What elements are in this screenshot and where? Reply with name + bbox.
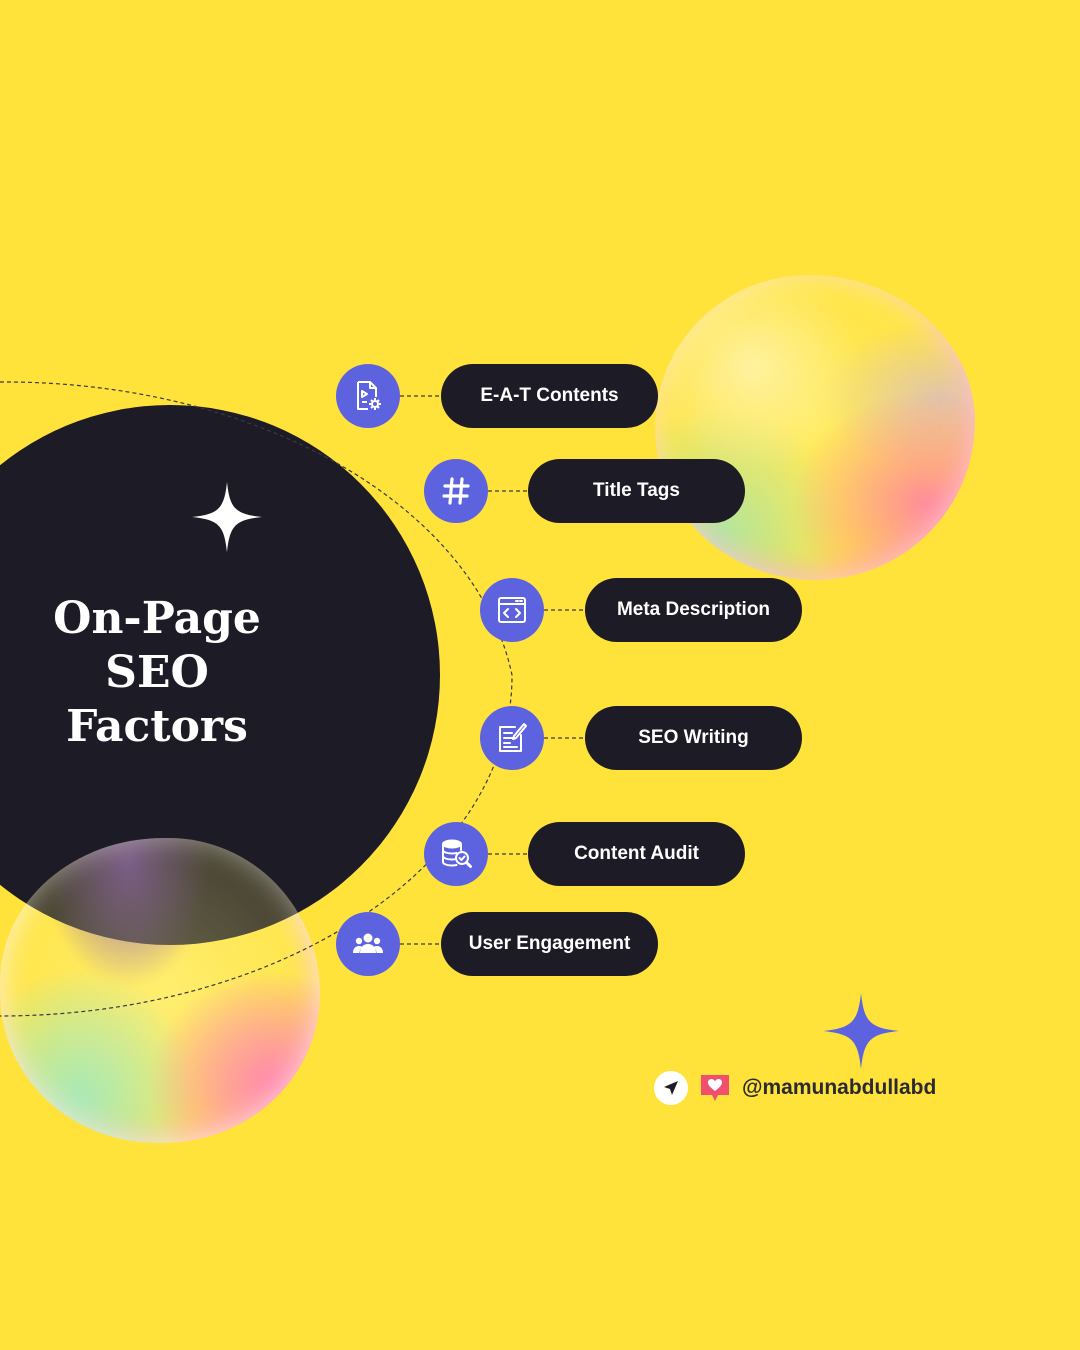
handle-text: @mamunabdullabd: [742, 1076, 937, 1099]
title-line-2: SEO: [105, 647, 209, 698]
decorative-bubble-overlay: [0, 838, 320, 1143]
dashed-arc: [0, 381, 513, 1017]
database-search-icon: [424, 822, 488, 886]
factor-pill-seo-writing: SEO Writing: [585, 706, 802, 770]
sparkle-white-icon: [192, 482, 262, 552]
factor-pill-eat-contents: E-A-T Contents: [441, 364, 658, 428]
social-handle: @mamunabdullabd: [654, 1070, 936, 1106]
factor-pill-user-engagement: User Engagement: [441, 912, 658, 976]
factor-pill-content-audit: Content Audit: [528, 822, 745, 886]
sparkle-blue-icon: [823, 993, 899, 1069]
users-icon: [336, 912, 400, 976]
hashtag-icon: [424, 459, 488, 523]
page-title: On-Page SEO Factors: [37, 592, 277, 754]
heart-chat-icon: [701, 1075, 729, 1101]
code-window-icon: [480, 578, 544, 642]
factor-pill-meta-description: Meta Description: [585, 578, 802, 642]
title-line-3: Factors: [66, 701, 248, 752]
send-icon: [654, 1071, 688, 1105]
factor-pill-title-tags: Title Tags: [528, 459, 745, 523]
writing-icon: [480, 706, 544, 770]
title-line-1: On-Page: [53, 593, 261, 644]
decorative-bubble-top: [655, 275, 975, 580]
document-settings-icon: [336, 364, 400, 428]
